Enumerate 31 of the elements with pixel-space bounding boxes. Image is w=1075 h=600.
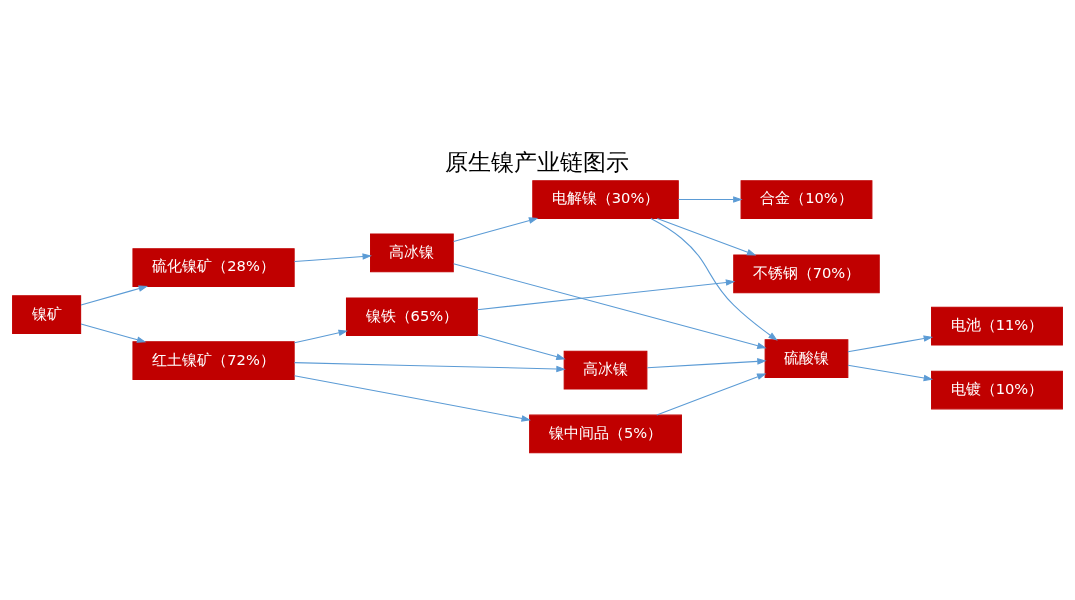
arrow bbox=[453, 217, 539, 243]
arrow bbox=[80, 285, 149, 306]
arrow bbox=[677, 196, 743, 203]
arrow bbox=[650, 217, 778, 341]
arrow bbox=[293, 375, 531, 422]
node-box: 高冰镍 bbox=[563, 350, 648, 390]
arrow bbox=[293, 253, 372, 263]
node-box: 高冰镍 bbox=[370, 233, 454, 273]
arrow bbox=[847, 335, 934, 353]
node-box: 镍矿 bbox=[12, 295, 82, 334]
arrow bbox=[847, 364, 934, 382]
node-box: 不锈钢（70%） bbox=[733, 254, 880, 294]
node-box: 合金（10%） bbox=[740, 180, 873, 219]
arrow bbox=[452, 263, 767, 349]
arrow bbox=[293, 362, 566, 373]
node-box: 硫化镍矿（28%） bbox=[132, 248, 295, 287]
node-box: 红土镍矿（72%） bbox=[132, 341, 295, 381]
node-box: 电池（11%） bbox=[931, 306, 1063, 346]
arrow bbox=[477, 334, 566, 360]
node-box: 镍铁（65%） bbox=[345, 297, 478, 337]
arrow bbox=[80, 323, 147, 343]
arrow bbox=[656, 373, 767, 416]
node-box: 电解镍（30%） bbox=[532, 180, 679, 219]
arrow bbox=[476, 279, 736, 311]
node-box: 电镀（10%） bbox=[931, 370, 1063, 410]
diagram-title: 原生镍产业链图示 bbox=[445, 148, 630, 175]
arrow bbox=[656, 217, 757, 256]
node-box: 镍中间品（5%） bbox=[529, 414, 682, 454]
node-box: 硫酸镍 bbox=[764, 339, 849, 378]
arrow bbox=[293, 329, 348, 344]
arrow bbox=[646, 358, 767, 369]
